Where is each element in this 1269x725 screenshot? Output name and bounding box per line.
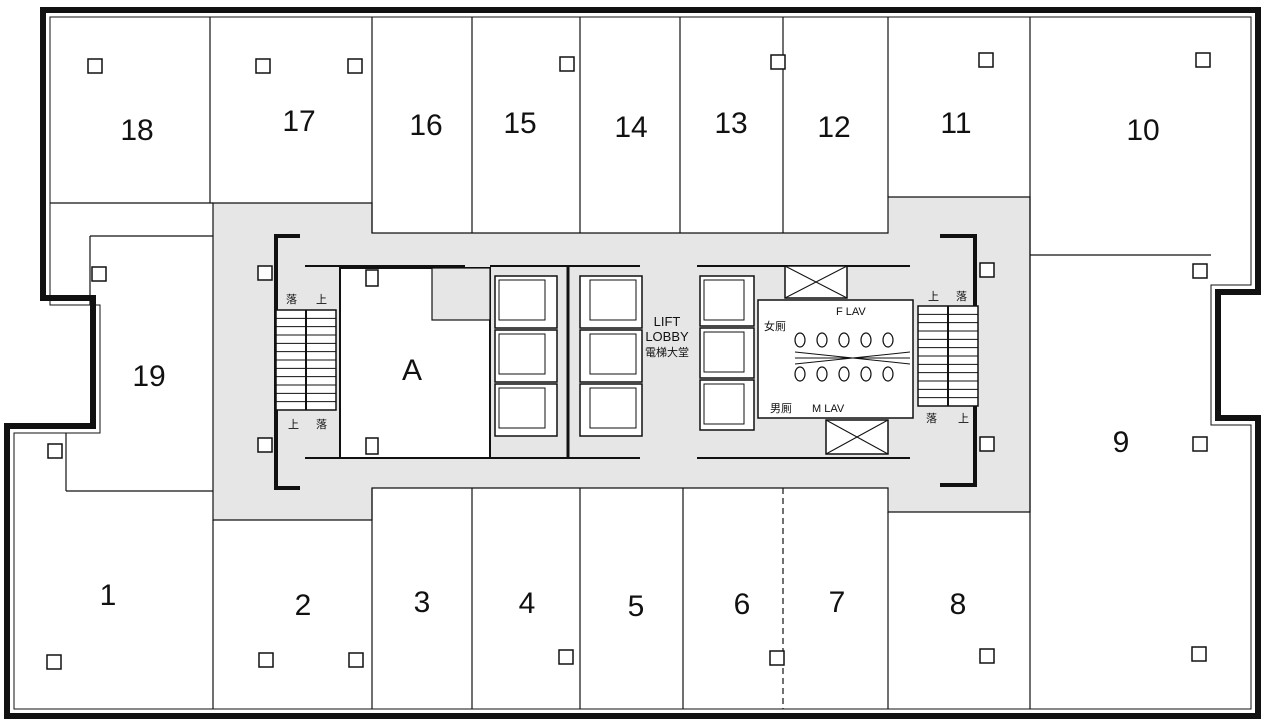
stair-left-down-top: 落 xyxy=(286,293,297,306)
unit-label-5: 5 xyxy=(628,590,645,623)
stair-left-up-bottom: 上 xyxy=(288,418,299,431)
stair-right xyxy=(917,305,979,407)
unit-label-12: 12 xyxy=(817,111,850,144)
unit-label-19: 19 xyxy=(132,360,165,393)
lift-lobby-label-2: LOBBY xyxy=(645,329,689,344)
unit-label-10: 10 xyxy=(1126,114,1159,147)
m-lav-cn: 男厠 xyxy=(770,402,792,415)
unit-label-6: 6 xyxy=(734,588,751,621)
unit-label-13: 13 xyxy=(714,107,747,140)
f-lav-cn: 女厠 xyxy=(764,319,786,333)
unit-label-18: 18 xyxy=(120,114,153,147)
wc-fixture xyxy=(794,332,806,348)
lift-lobby-label-1: LIFT xyxy=(654,314,681,329)
unit-label-8: 8 xyxy=(950,588,967,621)
stair-left-up-top: 上 xyxy=(316,293,327,306)
wc-fixture xyxy=(816,366,828,382)
unit-label-7: 7 xyxy=(829,586,846,619)
lift-bank-left xyxy=(494,266,643,458)
shaft-bottom xyxy=(365,437,379,455)
wc-fixtures xyxy=(794,332,894,382)
m-lav-label: M LAV xyxy=(812,403,845,415)
unit-label-1: 1 xyxy=(100,579,117,612)
stair-right-down-top: 落 xyxy=(956,290,967,303)
stair-right-up-bottom: 上 xyxy=(958,412,969,425)
unit-label-16: 16 xyxy=(409,109,442,142)
unit-label-17: 17 xyxy=(282,105,315,138)
unit-label-3: 3 xyxy=(414,586,431,619)
unit-a-label: A xyxy=(402,354,422,387)
wc-fixture xyxy=(794,366,806,382)
stair-right-up-top: 上 xyxy=(928,290,939,303)
lift-lobby-label-cn: 電梯大堂 xyxy=(645,345,689,359)
unit-label-14: 14 xyxy=(614,111,647,144)
wc-fixture xyxy=(860,366,872,382)
stair-right-down-bottom: 落 xyxy=(926,412,937,425)
f-lav-label: F LAV xyxy=(836,306,866,318)
stair-left xyxy=(275,309,337,411)
wc-fixture xyxy=(882,366,894,382)
lavatory-block xyxy=(757,265,914,455)
shaft-top xyxy=(365,269,379,287)
wc-fixture xyxy=(838,332,850,348)
building-outline xyxy=(4,7,1261,719)
unit-label-9: 9 xyxy=(1113,426,1130,459)
wc-fixture xyxy=(882,332,894,348)
unit-partitions xyxy=(50,17,1211,709)
unit-label-2: 2 xyxy=(295,589,312,622)
unit-label-4: 4 xyxy=(519,587,536,620)
unit-label-11: 11 xyxy=(940,107,971,140)
stair-left-down-bottom: 落 xyxy=(316,418,327,431)
lift-bank-right xyxy=(699,275,755,431)
unit-a-notch xyxy=(431,267,491,321)
unit-label-15: 15 xyxy=(503,107,536,140)
columns xyxy=(46,52,1211,670)
building-outline-inner xyxy=(13,16,1252,710)
wc-fixture xyxy=(816,332,828,348)
wc-fixture xyxy=(838,366,850,382)
wc-fixture xyxy=(860,332,872,348)
